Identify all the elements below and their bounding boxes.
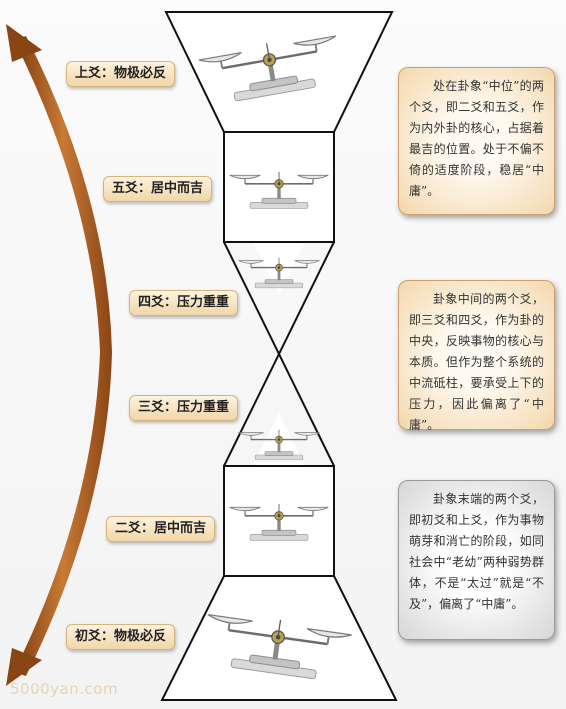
hourglass-outline	[160, 11, 398, 701]
note-center-lines: 卦象中间的两个爻，即三爻和四爻，作为卦的中央，反映事物的核心与本质。但作为整个系…	[398, 280, 555, 432]
balance-scale-icon	[237, 429, 321, 461]
line-label-third: 三爻：压力重重	[129, 395, 239, 421]
line-label-fourth: 四爻：压力重重	[129, 290, 239, 316]
curved-double-arrow-icon	[6, 24, 112, 686]
line-label-first: 初爻：物极必反	[66, 624, 176, 650]
site-watermark: 5000yan.com	[10, 680, 119, 698]
note-end-lines: 卦象末端的两个爻，即初爻和上爻，作为事物萌芽和消亡的阶段，如同社会中“老幼”两种…	[398, 480, 555, 640]
note-middle-position: 处在卦象“中位”的两个爻，即二爻和五爻，作为内外卦的核心，占据着最吉的位置。处于…	[398, 67, 555, 215]
line-label-second: 二爻：居中而吉	[106, 516, 216, 542]
balance-scale-icon	[237, 257, 321, 289]
line-label-fifth: 五爻：居中而吉	[103, 176, 213, 202]
line-label-top: 上爻：物极必反	[66, 61, 176, 87]
